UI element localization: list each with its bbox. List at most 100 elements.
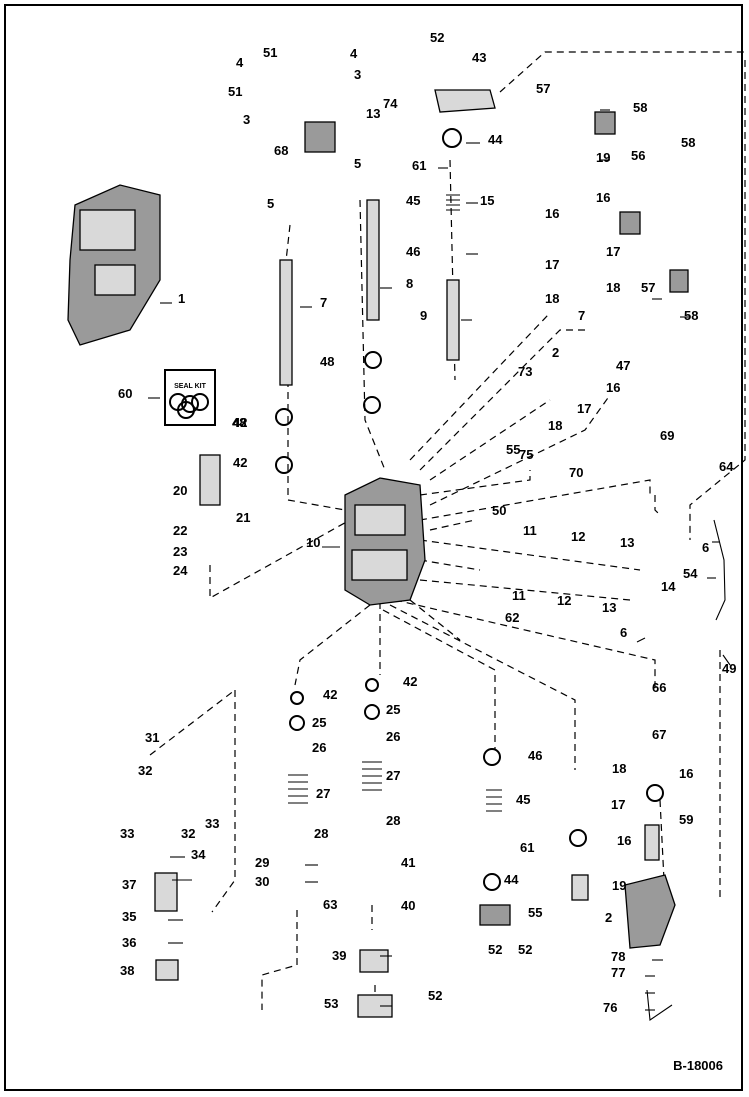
callout-57: 57: [641, 280, 655, 295]
callout-2: 2: [552, 345, 559, 360]
callout-64: 64: [719, 459, 734, 474]
callout-45: 45: [406, 193, 420, 208]
callout-12: 12: [571, 529, 585, 544]
callout-9: 9: [420, 308, 427, 323]
seal-kit-label: SEAL KIT: [174, 383, 206, 390]
callout-51: 51: [228, 84, 242, 99]
callout-26: 26: [386, 729, 400, 744]
callout-28: 28: [386, 813, 400, 828]
callout-75: 75: [519, 447, 533, 462]
callout-69: 69: [660, 428, 674, 443]
callout-45: 45: [516, 792, 530, 807]
callout-42: 42: [233, 415, 247, 430]
callout-74: 74: [383, 96, 398, 111]
callout-42: 42: [403, 674, 417, 689]
callout-17: 17: [606, 244, 620, 259]
callout-61: 61: [412, 158, 426, 173]
callout-16: 16: [606, 380, 620, 395]
callout-47: 47: [616, 358, 630, 373]
callout-7: 7: [578, 308, 585, 323]
callout-73: 73: [518, 364, 532, 379]
callout-2: 2: [605, 910, 612, 925]
callout-16: 16: [545, 206, 559, 221]
callout-18: 18: [545, 291, 559, 306]
callout-5: 5: [267, 196, 274, 211]
callout-63: 63: [323, 897, 337, 912]
callout-29: 29: [255, 855, 269, 870]
callout-34: 34: [191, 847, 206, 862]
callout-4: 4: [236, 55, 244, 70]
callout-38: 38: [120, 963, 134, 978]
callout-32: 32: [181, 826, 195, 841]
callout-66: 66: [652, 680, 666, 695]
callout-58: 58: [633, 100, 647, 115]
callout-16: 16: [679, 766, 693, 781]
callout-30: 30: [255, 874, 269, 889]
callout-5: 5: [354, 156, 361, 171]
callout-4: 4: [350, 46, 358, 61]
callout-46: 46: [528, 748, 542, 763]
callout-35: 35: [122, 909, 136, 924]
callout-18: 18: [548, 418, 562, 433]
callout-60: 60: [118, 386, 132, 401]
callout-48: 48: [232, 415, 246, 430]
callout-58: 58: [681, 135, 695, 150]
callout-22: 22: [173, 523, 187, 538]
callout-42: 42: [323, 687, 337, 702]
callout-6: 6: [620, 625, 627, 640]
callout-17: 17: [545, 257, 559, 272]
callout-55: 55: [528, 905, 542, 920]
callout-31: 31: [145, 730, 159, 745]
callout-52: 52: [428, 988, 442, 1003]
callout-12: 12: [557, 593, 571, 608]
callout-25: 25: [386, 702, 400, 717]
callout-16: 16: [596, 190, 610, 205]
callout-18: 18: [606, 280, 620, 295]
callout-43: 43: [472, 50, 486, 65]
callout-19: 19: [612, 878, 626, 893]
callout-37: 37: [122, 877, 136, 892]
callout-25: 25: [312, 715, 326, 730]
callout-33: 33: [205, 816, 219, 831]
callout-36: 36: [122, 935, 136, 950]
callout-78: 78: [611, 949, 625, 964]
callout-1: 1: [178, 291, 185, 306]
callout-6: 6: [702, 540, 709, 555]
callout-52: 52: [518, 942, 532, 957]
callout-28: 28: [314, 826, 328, 841]
callout-40: 40: [401, 898, 415, 913]
callout-50: 50: [492, 503, 506, 518]
callout-53: 53: [324, 996, 338, 1011]
callout-51: 51: [263, 45, 277, 60]
callout-21: 21: [236, 510, 250, 525]
callout-55: 55: [506, 442, 520, 457]
callout-44: 44: [504, 872, 519, 887]
callout-16: 16: [617, 833, 631, 848]
callout-49: 49: [722, 661, 736, 676]
callout-11: 11: [523, 523, 537, 538]
callout-24: 24: [173, 563, 188, 578]
callout-57: 57: [536, 81, 550, 96]
callout-19: 19: [596, 150, 610, 165]
callout-8: 8: [406, 276, 413, 291]
callout-76: 76: [603, 1000, 617, 1015]
callout-46: 46: [406, 244, 420, 259]
callout-27: 27: [386, 768, 400, 783]
callout-39: 39: [332, 948, 346, 963]
callout-3: 3: [354, 67, 361, 82]
callout-59: 59: [679, 812, 693, 827]
callout-7: 7: [320, 295, 327, 310]
callout-23: 23: [173, 544, 187, 559]
callout-27: 27: [316, 786, 330, 801]
callout-32: 32: [138, 763, 152, 778]
callout-58: 58: [684, 308, 698, 323]
callout-77: 77: [611, 965, 625, 980]
callout-48: 48: [320, 354, 334, 369]
callout-56: 56: [631, 148, 645, 163]
callout-67: 67: [652, 727, 666, 742]
callout-68: 68: [274, 143, 288, 158]
callout-11: 11: [512, 588, 526, 603]
callout-42: 42: [233, 455, 247, 470]
